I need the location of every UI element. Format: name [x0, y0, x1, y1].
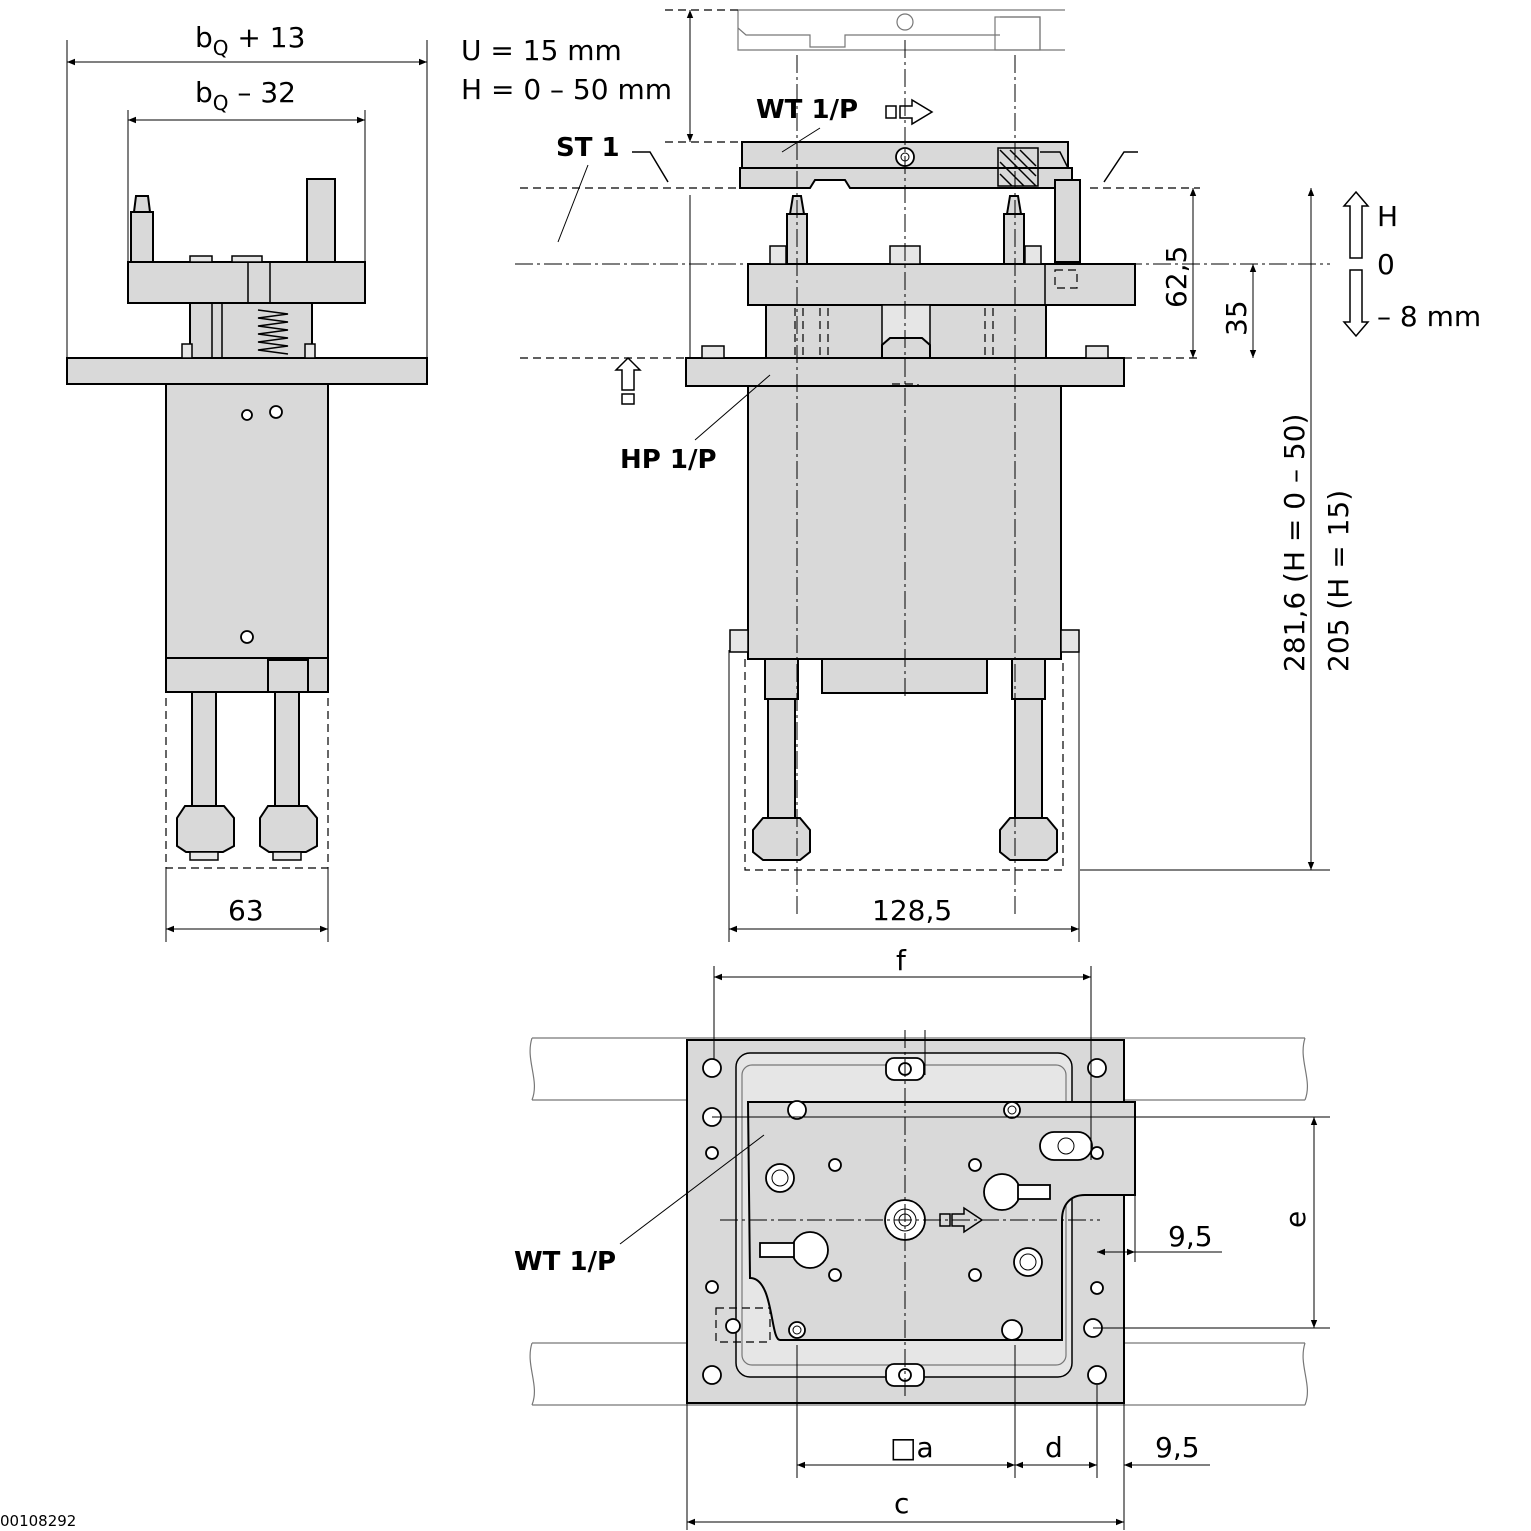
label-h-arrow: H	[1377, 200, 1398, 233]
label-wt1p-bottom: WT 1/P	[514, 1247, 616, 1277]
side-view	[66, 40, 428, 942]
dim-bq-minus-32: bQ – 32	[195, 76, 296, 115]
dim-62-5: 62,5	[1160, 246, 1193, 308]
height-down-arrow-icon	[1342, 269, 1370, 338]
label-st1: ST 1	[556, 133, 620, 163]
spring-icon	[257, 309, 289, 355]
dim-bq-plus-13: bQ + 13	[195, 21, 305, 60]
height-up-arrow-icon	[1342, 190, 1370, 259]
label-h-range: H = 0 – 50 mm	[461, 73, 672, 106]
dim-e: e	[1279, 1211, 1312, 1228]
label-zero: 0	[1377, 248, 1395, 281]
dim-205: 205 (H = 15)	[1322, 490, 1355, 672]
dim-35: 35	[1220, 300, 1253, 336]
pallet-upper-position	[737, 9, 1065, 51]
dim-f: f	[896, 944, 907, 977]
dim-63: 63	[228, 894, 264, 927]
pallet-wt1p	[739, 141, 1073, 189]
dim-a: □a	[890, 1431, 934, 1464]
top-view	[529, 966, 1330, 1530]
lift-up-arrow-icon	[614, 356, 642, 405]
dim-281-6: 281,6 (H = 0 – 50)	[1278, 414, 1311, 672]
dim-128-5: 128,5	[872, 894, 952, 927]
front-view	[515, 9, 1370, 942]
spring-left-icon	[794, 308, 994, 356]
document-number: 00108292	[0, 1512, 76, 1530]
transport-arrow-icon	[885, 98, 934, 126]
label-wt1p-top: WT 1/P	[756, 95, 858, 125]
dim-9-5-right: 9,5	[1168, 1220, 1213, 1253]
dim-9-5-bottom: 9,5	[1155, 1431, 1200, 1464]
dim-d: d	[1045, 1431, 1063, 1464]
label-minus-8: – 8 mm	[1377, 300, 1481, 333]
label-hp1p: HP 1/P	[620, 445, 717, 475]
dim-c: c	[894, 1487, 909, 1520]
label-u-stroke: U = 15 mm	[461, 34, 622, 67]
